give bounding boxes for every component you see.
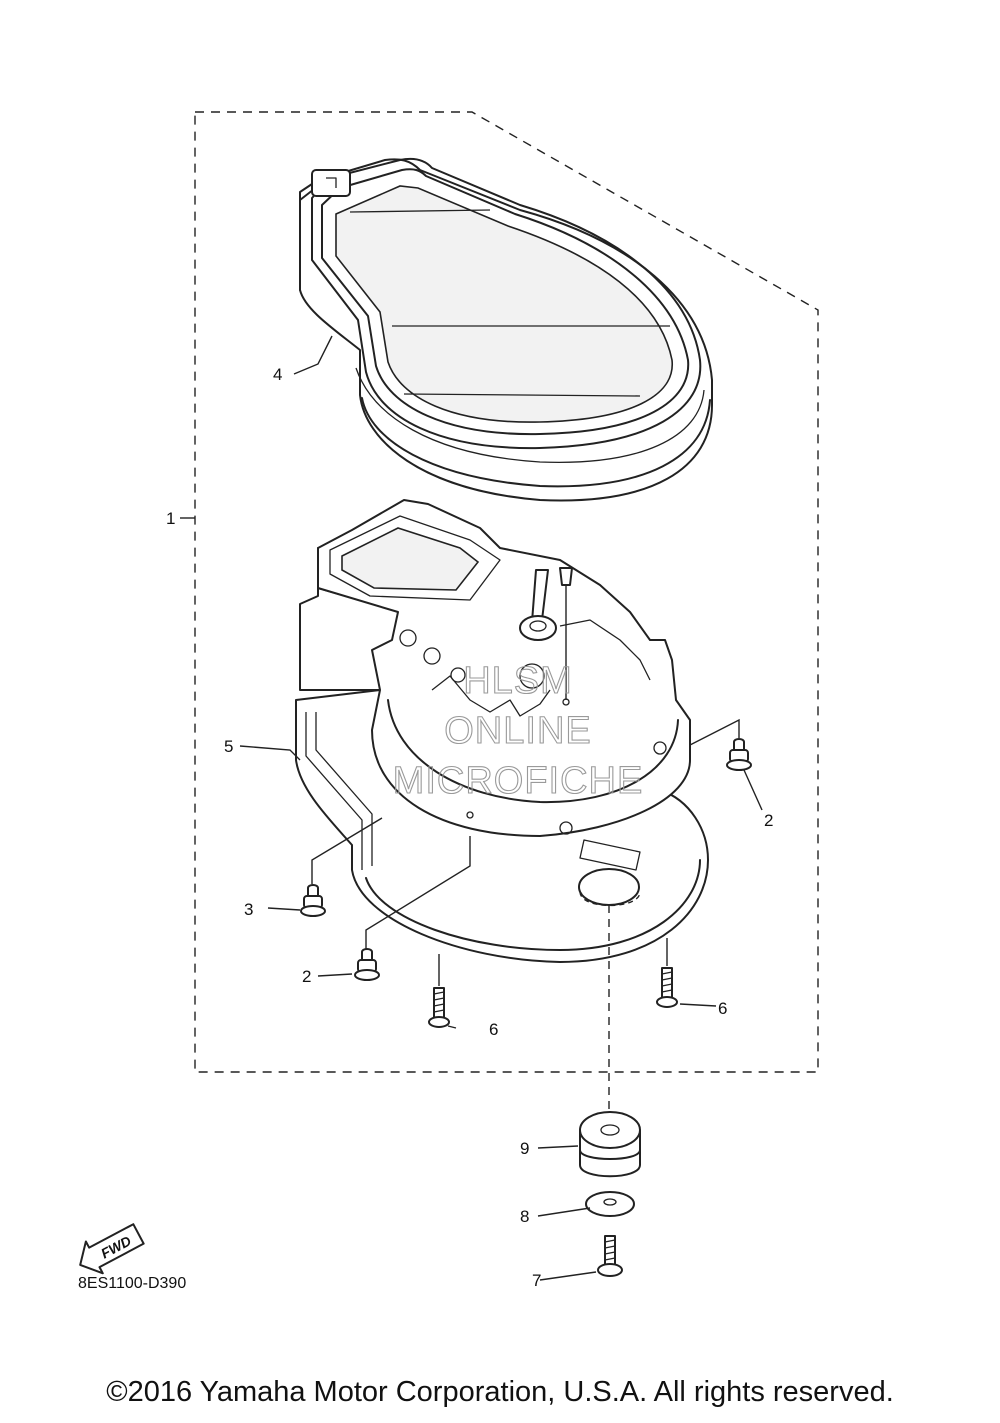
part-9-grommet[interactable] (579, 1111, 641, 1178)
watermark-line-2: ONLINE (444, 710, 591, 752)
callout-7: 7 (532, 1271, 541, 1290)
meter-plate-dial (299, 499, 691, 837)
callout-2-right: 2 (764, 811, 773, 830)
watermark: HLSM ONLINE MICROFICHE (392, 659, 644, 802)
part-7-screw[interactable] (597, 1235, 623, 1277)
callout-8: 8 (520, 1207, 529, 1226)
assembly-boundary (194, 111, 819, 1073)
callout-6-right: 6 (718, 999, 727, 1018)
drawing-code: 8ES1100-D390 (78, 1275, 186, 1292)
fwd-arrow-icon: FWD (79, 1223, 145, 1275)
callout-4: 4 (273, 365, 282, 384)
callout-9: 9 (520, 1139, 529, 1158)
part-2-bulb-left[interactable] (354, 948, 380, 981)
watermark-line-3: MICROFICHE (393, 760, 644, 802)
watermark-line-1: HLSM (463, 660, 573, 702)
part-6-screw-right[interactable] (656, 967, 678, 1008)
part-4-meter-lens-cover[interactable] (299, 157, 713, 502)
copyright-notice: ©2016 Yamaha Motor Corporation, U.S.A. A… (106, 1376, 894, 1408)
part-2-bulb-right[interactable] (726, 738, 752, 771)
callout-2-left: 2 (302, 967, 311, 986)
callout-6-left: 6 (489, 1020, 498, 1039)
leader-lines (180, 335, 763, 1281)
part-6-screw-left[interactable] (428, 987, 450, 1028)
callout-1: 1 (166, 509, 175, 528)
part-3-bulb[interactable] (300, 884, 326, 917)
callout-5: 5 (224, 737, 233, 756)
callout-3: 3 (244, 900, 253, 919)
part-8-washer[interactable] (585, 1191, 635, 1217)
